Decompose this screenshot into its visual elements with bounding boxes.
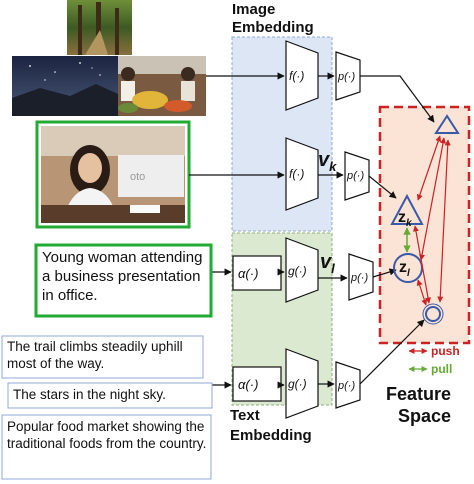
highlighted-caption-box [34,243,213,318]
night-sky-photo [12,56,118,116]
image-feature-triangle [434,114,460,134]
p-projector-text-top: p(·) [348,253,374,301]
text-feature-circle [425,306,441,322]
text-feature-circle-ring [422,303,444,325]
highlighted-caption-text: Young woman attending a business present… [42,249,203,304]
g-encoder-bottom: g(·) [285,348,319,419]
text-embedding-label-1: Text [230,407,260,424]
business-woman-photo: oto [41,126,185,223]
vl-label: vl [320,251,335,276]
caption-text-3: Popular food market showing the traditio… [7,419,207,451]
p-projector-top: p(·) [335,51,361,101]
f-encoder-top: f(·) [285,40,319,111]
svg-text:g(·): g(·) [288,377,307,391]
caption-box-1 [1,335,204,379]
caption-text-1: The trail climbs steadily uphill most of… [7,339,183,371]
f-encoder-bottom: f(·) [285,137,319,211]
flow-arrows [189,72,435,389]
legend: push pull [408,344,460,376]
vk-label: vk [318,149,337,174]
svg-text:α(·): α(·) [238,377,258,392]
svg-text:g(·): g(·) [288,264,307,278]
text-embedding-label-2: Embedding [230,427,312,444]
caption-box-3 [1,414,212,480]
zk-label: zk [398,209,412,229]
alpha-tokenizer-bottom: α(·) [232,366,282,402]
alpha-tokenizer-top: α(·) [232,255,282,291]
svg-text:p(·): p(·) [337,380,355,392]
svg-text:p(·): p(·) [346,170,364,182]
image-embedding-label-1: Image [232,1,275,18]
caption-box-2 [7,382,213,409]
pull-legend-label: pull [431,362,452,376]
zk-triangle-node [390,193,424,225]
photo-watermark: oto [130,171,145,183]
svg-text:α(·): α(·) [238,266,258,281]
push-arrows [413,135,451,306]
feature-space-label-2: Space [398,406,451,426]
svg-text:p(·): p(·) [337,71,355,83]
image-embedding-label-2: Embedding [232,19,314,36]
zl-label: zl [399,259,410,279]
svg-text:f(·): f(·) [289,167,304,181]
p-projector-text-bottom: p(·) [335,361,361,409]
g-encoder-top: g(·) [285,237,319,303]
p-projector-bottom: p(·) [344,151,370,201]
caption-text-2: The stars in the night sky. [13,387,166,402]
feature-space-label-1: Feature [386,384,451,404]
food-market-photo [118,56,206,116]
forest-photo [67,0,132,55]
push-legend-label: push [431,344,460,358]
svg-text:f(·): f(·) [289,69,304,83]
svg-text:p(·): p(·) [350,272,368,284]
